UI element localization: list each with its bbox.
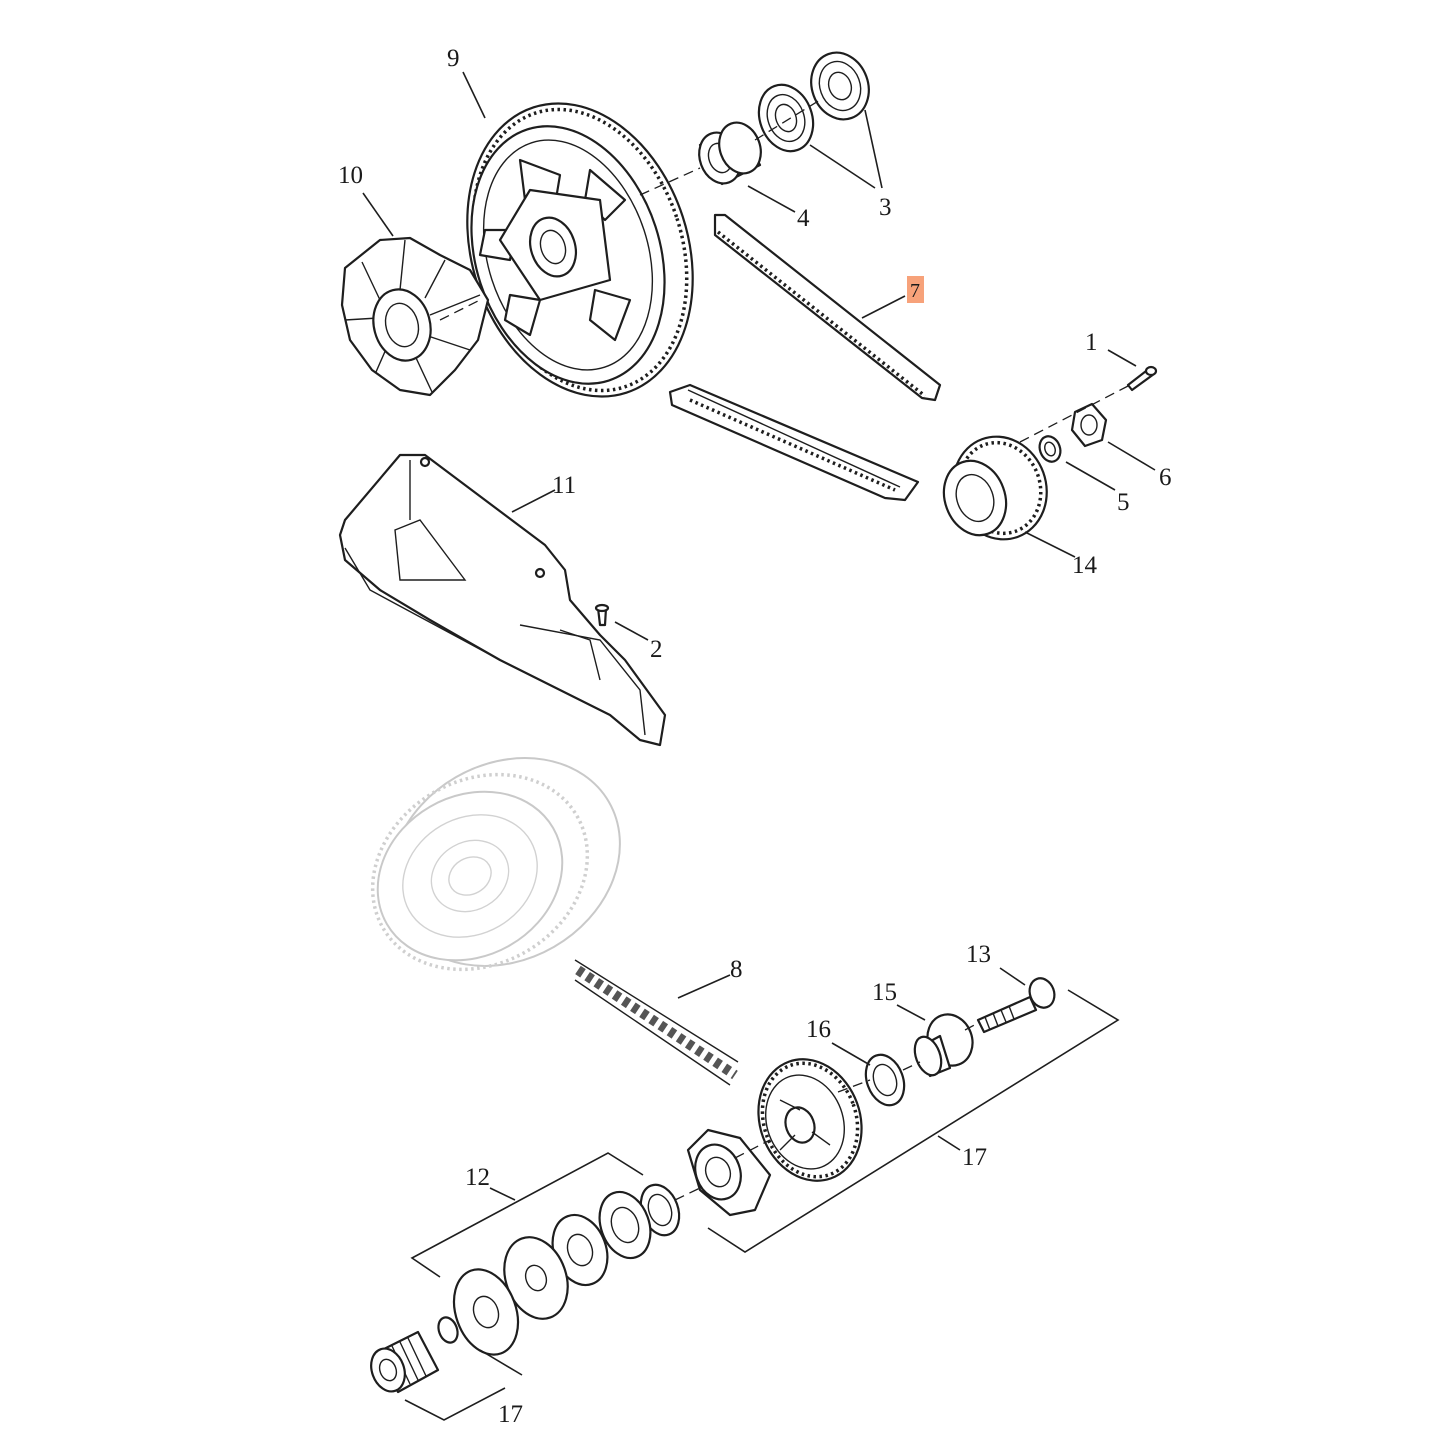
sliding-cam: [686, 1128, 772, 1217]
thrust-washer: [864, 1053, 906, 1107]
callout-15: 15: [872, 979, 897, 1006]
guard-screw: [594, 603, 610, 627]
callout-4: 4: [797, 205, 810, 232]
lock-plate: [1070, 402, 1108, 448]
callout-14: 14: [1072, 552, 1098, 579]
screw: [1126, 365, 1158, 392]
callout-labels: 1 2 3 4 5 6 7 8 9 10 11 12 13 14 15 16 1…: [338, 45, 1172, 1428]
callout-11: 11: [552, 472, 576, 499]
washer: [1038, 435, 1062, 463]
callout-6: 6: [1159, 464, 1172, 491]
drive-belt: [668, 213, 942, 502]
callout-8: 8: [730, 956, 743, 983]
callout-9: 9: [447, 45, 460, 72]
callout-10: 10: [338, 162, 363, 189]
splined-hub: [913, 1013, 974, 1078]
callout-17-upper: 17: [962, 1144, 987, 1171]
callout-16: 16: [806, 1016, 831, 1043]
callout-12: 12: [465, 1164, 490, 1191]
callout-7-highlight: [907, 276, 924, 303]
primary-chain: [574, 959, 739, 1086]
callout-3: 3: [879, 194, 892, 221]
front-belt-pulley: [942, 435, 1048, 541]
spring-pack: [452, 1183, 681, 1356]
callout-5: 5: [1117, 489, 1130, 516]
callout-2: 2: [650, 636, 663, 663]
clutch-shell-faded: [370, 757, 621, 972]
retaining-ring: [437, 1316, 459, 1344]
rear-belt-sprocket: [466, 102, 694, 398]
compensating-sprocket: [757, 1058, 863, 1182]
belt-guard: [338, 453, 667, 747]
leader-lines: [362, 71, 1156, 1066]
callout-1: 1: [1085, 329, 1098, 356]
bolt: [976, 977, 1056, 1034]
callout-17-lower: 17: [498, 1401, 523, 1428]
group-brackets: [404, 989, 1120, 1421]
spacer: [698, 121, 762, 186]
wheel-bearings: [757, 51, 870, 153]
callout-7: 7: [910, 280, 920, 302]
splined-nut: [370, 1330, 440, 1394]
callout-13: 13: [966, 941, 991, 968]
isolator-damper: [340, 236, 490, 397]
